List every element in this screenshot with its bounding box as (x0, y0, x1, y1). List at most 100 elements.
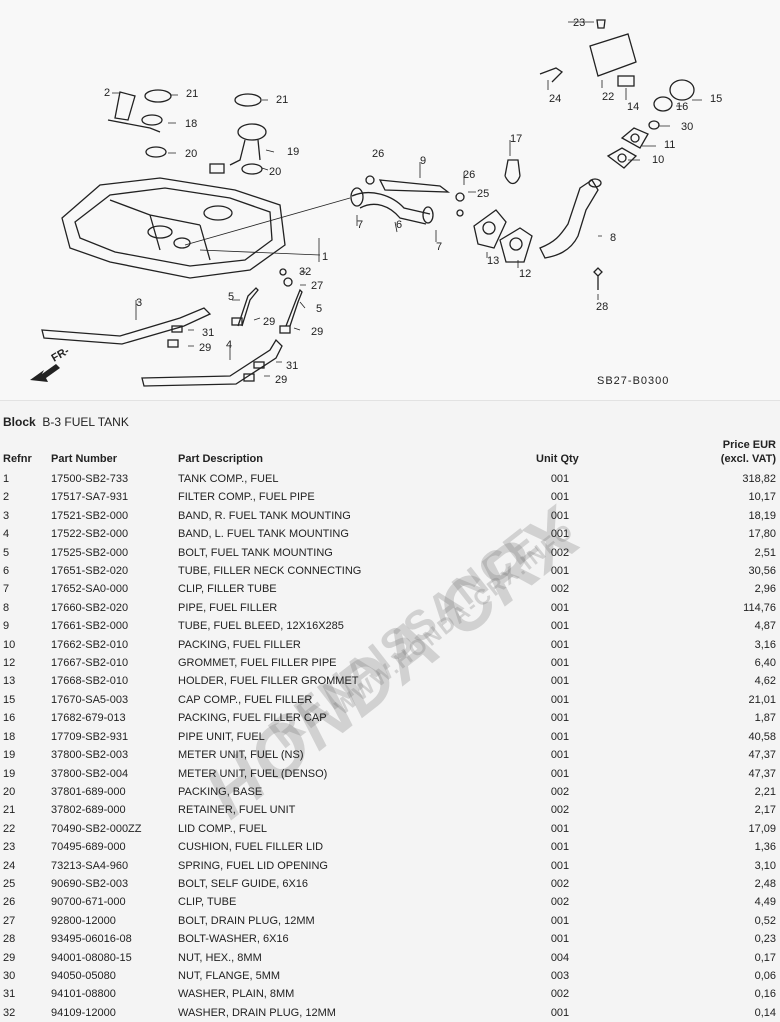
cell-unit-qty: 002 (550, 583, 570, 596)
cell-refnr: 30 (3, 969, 16, 982)
header-price-line2: (excl. VAT) (720, 453, 776, 465)
cell-description: CLIP, FILLER TUBE (178, 583, 277, 596)
cell-description: BOLT, DRAIN PLUG, 12MM (178, 914, 315, 927)
header-price-line1: Price EUR (722, 439, 776, 451)
callout-7: 7 (436, 241, 442, 253)
callout-21: 21 (276, 94, 288, 106)
cell-part-number: 17660-SB2-020 (51, 601, 129, 614)
cell-price: 0,14 (754, 1006, 776, 1019)
cell-unit-qty: 001 (550, 730, 570, 743)
callout-17: 17 (510, 133, 522, 145)
cell-refnr: 6 (3, 565, 10, 578)
cell-price: 2,21 (754, 785, 776, 798)
cell-part-number: 17517-SA7-931 (51, 491, 129, 504)
cell-price: 18,19 (748, 509, 776, 522)
cell-description: CAP COMP., FUEL FILLER (178, 693, 313, 706)
cell-price: 2,51 (754, 546, 776, 559)
cell-unit-qty: 001 (550, 601, 570, 614)
cell-part-number: 17521-SB2-000 (51, 509, 129, 522)
cell-description: METER UNIT, FUEL (DENSO) (178, 767, 328, 780)
diagram-code: SB27-B0300 (597, 375, 669, 387)
cell-unit-qty: 001 (550, 509, 570, 522)
cell-unit-qty: 001 (550, 933, 570, 946)
cell-price: 4,49 (754, 896, 776, 909)
cell-part-number: 17661-SB2-000 (51, 620, 129, 633)
cell-refnr: 7 (3, 583, 10, 596)
cell-unit-qty: 001 (550, 528, 570, 541)
cell-unit-qty: 001 (550, 841, 570, 854)
cell-refnr: 21 (3, 804, 16, 817)
cell-part-number: 70495-689-000 (51, 841, 126, 854)
callout-12: 12 (519, 268, 531, 280)
cell-refnr: 2 (3, 491, 10, 504)
cell-price: 2,17 (754, 804, 776, 817)
cell-refnr: 1 (3, 473, 10, 485)
cell-refnr: 29 (3, 951, 16, 964)
cell-unit-qty: 001 (550, 822, 570, 835)
cell-unit-qty: 001 (550, 767, 570, 780)
cell-price: 6,40 (754, 657, 776, 670)
cell-unit-qty: 001 (550, 1006, 570, 1019)
cell-part-number: 17522-SB2-000 (51, 528, 129, 541)
cell-price: 17,80 (748, 528, 776, 541)
cell-part-number: 70490-SB2-000ZZ (51, 822, 142, 835)
cell-part-number: 94109-12000 (51, 1006, 116, 1019)
cell-description: PACKING, FUEL FILLER CAP (178, 712, 327, 725)
cell-price: 1,87 (754, 712, 776, 725)
cell-unit-qty: 001 (550, 914, 570, 927)
cell-unit-qty: 003 (550, 969, 570, 982)
callout-5: 5 (228, 291, 234, 303)
cell-price: 40,58 (748, 730, 776, 743)
cell-description: WASHER, DRAIN PLUG, 12MM (178, 1006, 336, 1019)
callout-20: 20 (269, 166, 281, 178)
cell-description: BOLT, SELF GUIDE, 6X16 (178, 877, 309, 890)
callout-24: 24 (549, 93, 561, 105)
front-label: FR- (50, 345, 72, 365)
fuel-tank-shape (61, 177, 286, 279)
cell-description: BOLT, FUEL TANK MOUNTING (178, 546, 333, 559)
header-part-description: Part Description (178, 453, 263, 465)
cell-refnr: 9 (3, 620, 10, 633)
cell-price: 1,36 (754, 841, 776, 854)
cell-refnr: 20 (3, 785, 16, 798)
cell-price: 4,87 (754, 620, 776, 633)
cell-price: 2,96 (754, 583, 776, 596)
cell-price: 2,48 (754, 877, 776, 890)
cell-part-number: 17662-SB2-010 (51, 638, 129, 651)
cell-part-number: 17525-SB2-000 (51, 546, 129, 559)
callout-19: 19 (287, 146, 299, 158)
cell-unit-qty: 002 (550, 896, 570, 909)
callout-9: 9 (420, 155, 426, 167)
cell-part-number: 17709-SB2-931 (51, 730, 129, 743)
cell-refnr: 23 (3, 841, 16, 854)
cell-unit-qty: 001 (550, 638, 570, 651)
cell-refnr: 10 (3, 638, 16, 651)
callout-18: 18 (185, 118, 197, 130)
cell-part-number: 94001-08080-15 (51, 951, 132, 964)
table-header-row: Refnr Part Number Part Description Unit … (0, 430, 780, 470)
cell-description: NUT, FLANGE, 5MM (178, 969, 281, 982)
cell-description: BAND, L. FUEL TANK MOUNTING (178, 528, 349, 541)
callout-11: 11 (664, 139, 675, 151)
block-title: Block B-3 FUEL TANK (3, 415, 129, 429)
callout-27: 27 (311, 280, 323, 292)
cell-refnr: 19 (3, 767, 16, 780)
cell-part-number: 37802-689-000 (51, 804, 126, 817)
callout-8: 8 (610, 232, 616, 244)
callout-7: 7 (357, 219, 363, 231)
callout-30: 30 (681, 121, 693, 133)
callout-6: 6 (396, 219, 402, 231)
